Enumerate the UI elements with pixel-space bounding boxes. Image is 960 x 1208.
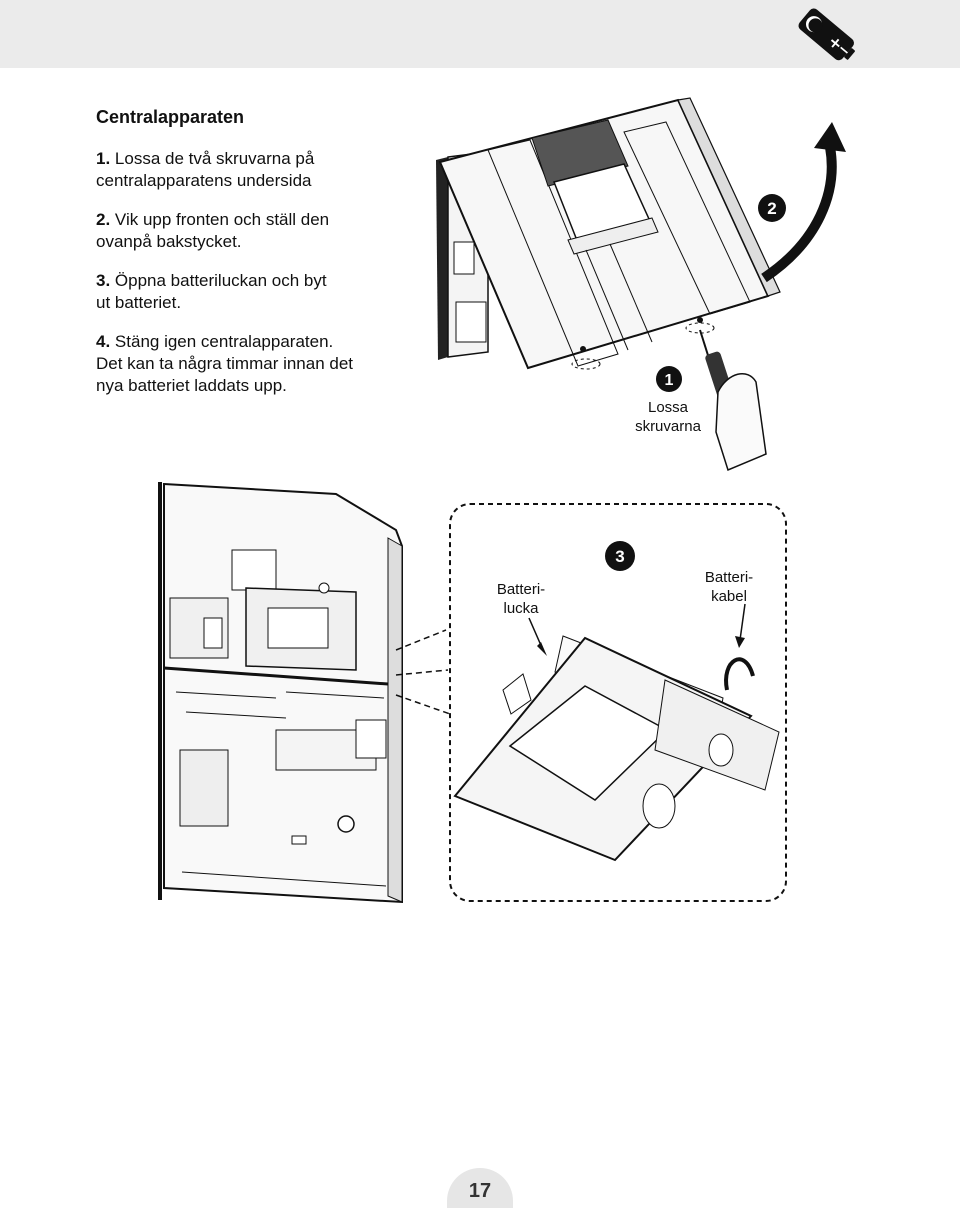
badge-number: 1	[665, 372, 674, 389]
step-2: 2. Vik upp fronten och ställ den ovanpå …	[96, 209, 396, 253]
battery-icon: + −	[798, 8, 855, 60]
badge-number: 3	[615, 547, 624, 566]
step-text: Lossa de två skruvarna på	[114, 149, 315, 168]
step-1-badge: 1	[656, 366, 682, 392]
battery-cable-label: Batteri- kabel	[693, 568, 765, 606]
step-number: 1.	[96, 149, 111, 168]
header-bar	[0, 0, 960, 68]
label-line: Batteri-	[704, 569, 754, 586]
label-line: Batteri-	[496, 581, 546, 598]
label-line: skruvarna	[635, 418, 701, 435]
step-text: nya batteriet laddats upp.	[96, 376, 287, 395]
unit-interior-illustration	[158, 482, 451, 904]
page-number: 17	[468, 1180, 492, 1202]
step-number: 3.	[96, 271, 111, 290]
unit-opening-illustration	[436, 97, 846, 472]
battery-lid-label: Batteri- lucka	[485, 580, 557, 618]
step-3-badge: 3	[605, 541, 635, 571]
step-text: Öppna batteriluckan och byt	[114, 271, 327, 290]
badge-number: 2	[767, 199, 776, 218]
step-text: Stäng igen centralapparaten.	[114, 332, 334, 351]
battery-detail-illustration	[449, 503, 787, 902]
loosen-screws-label: Lossa skruvarna	[624, 398, 712, 436]
step-1: 1. Lossa de två skruvarna på centralappa…	[96, 148, 396, 192]
step-number: 2.	[96, 210, 111, 229]
page-title: Centralapparaten	[96, 107, 245, 127]
step-number: 4.	[96, 332, 111, 351]
step-text: Det kan ta några timmar innan det	[96, 354, 354, 373]
step-text: centralapparatens undersida	[96, 171, 312, 190]
step-text: Vik upp fronten och ställ den	[114, 210, 330, 229]
step-4: 4. Stäng igen centralapparaten. Det kan …	[96, 331, 396, 397]
step-text: ovanpå bakstycket.	[96, 232, 242, 251]
step-2-badge: 2	[758, 194, 786, 222]
label-line: kabel	[711, 588, 747, 605]
label-line: Lossa	[647, 399, 689, 416]
step-3: 3. Öppna batteriluckan och byt ut batter…	[96, 270, 396, 314]
label-line: lucka	[503, 600, 539, 617]
step-text: ut batteriet.	[96, 293, 182, 312]
